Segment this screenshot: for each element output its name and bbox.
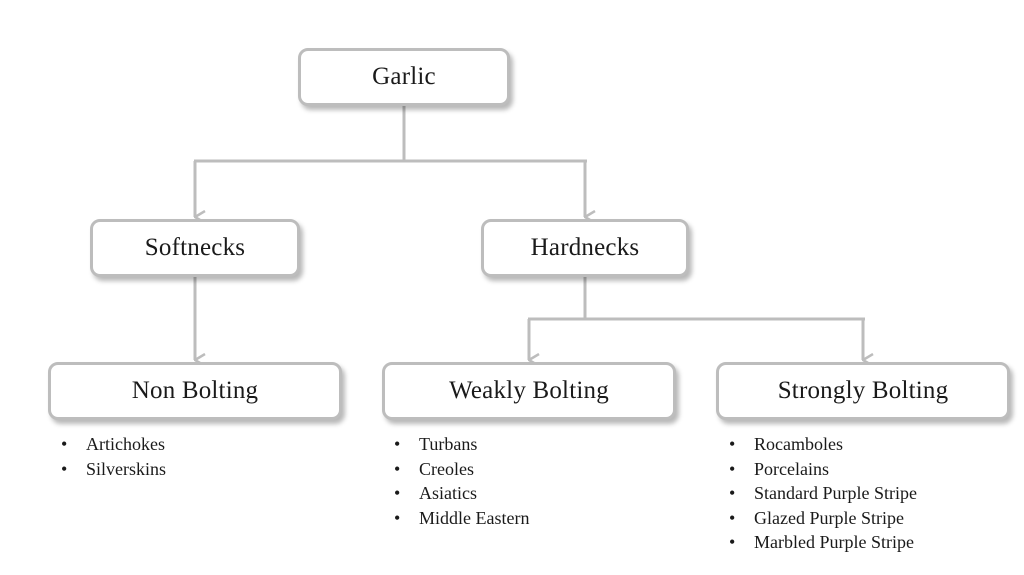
- strongly-bolting-varieties-list: Rocamboles Porcelains Standard Purple St…: [728, 432, 917, 555]
- list-item: Glazed Purple Stripe: [728, 506, 917, 531]
- list-item: Rocamboles: [728, 432, 917, 457]
- list-item: Creoles: [393, 457, 529, 482]
- node-garlic: Garlic: [298, 48, 510, 106]
- node-strongly-bolting: Strongly Bolting: [716, 362, 1010, 420]
- node-weakly-bolting: Weakly Bolting: [382, 362, 676, 420]
- list-item: Asiatics: [393, 481, 529, 506]
- node-garlic-label: Garlic: [372, 63, 436, 90]
- node-strongly-bolting-label: Strongly Bolting: [777, 377, 949, 404]
- node-non-bolting: Non Bolting: [48, 362, 342, 420]
- non-bolting-varieties-list: Artichokes Silverskins: [60, 432, 166, 481]
- node-softnecks: Softnecks: [90, 219, 300, 277]
- list-item: Porcelains: [728, 457, 917, 482]
- node-hardnecks: Hardnecks: [481, 219, 689, 277]
- list-item: Middle Eastern: [393, 506, 529, 531]
- list-item: Silverskins: [60, 457, 166, 482]
- node-non-bolting-label: Non Bolting: [131, 377, 259, 404]
- list-item: Turbans: [393, 432, 529, 457]
- node-weakly-bolting-label: Weakly Bolting: [449, 377, 609, 404]
- list-item: Standard Purple Stripe: [728, 481, 917, 506]
- node-softnecks-label: Softnecks: [144, 234, 246, 261]
- list-item: Artichokes: [60, 432, 166, 457]
- list-item: Marbled Purple Stripe: [728, 530, 917, 555]
- node-hardnecks-label: Hardnecks: [530, 234, 640, 261]
- weakly-bolting-varieties-list: Turbans Creoles Asiatics Middle Eastern: [393, 432, 529, 530]
